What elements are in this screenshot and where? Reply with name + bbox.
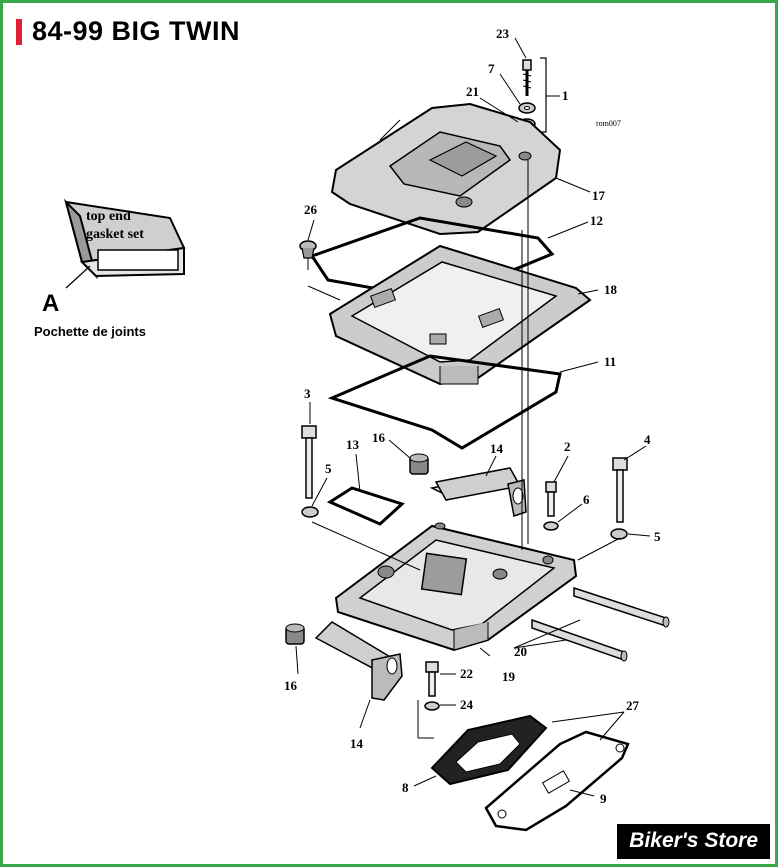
callout-21: 21: [466, 84, 479, 99]
rocker-cover-17: [330, 102, 562, 236]
rocker-shafts-20: [531, 586, 670, 662]
rocker-housing-18: [328, 244, 592, 386]
callout-16-top: 16: [372, 430, 386, 445]
callout-4: 4: [644, 432, 651, 447]
title-accent-bar: [16, 18, 22, 45]
callout-9: 9: [600, 791, 607, 806]
callout-23: 23: [496, 26, 510, 41]
bushing-16-top: [409, 453, 429, 475]
callout-6: 6: [583, 492, 590, 507]
gasket-kit-box: top end gasket set: [64, 198, 186, 289]
callout-14-bottom: 14: [350, 736, 364, 751]
washer-24: [424, 701, 440, 711]
kit-letter: A: [42, 290, 60, 317]
bolt-3: [301, 425, 317, 499]
callout-5-right: 5: [654, 529, 661, 544]
callout-14-top: 14: [490, 441, 504, 456]
callout-24: 24: [460, 697, 474, 712]
gasket-8: [430, 714, 548, 786]
callout-13: 13: [346, 437, 360, 452]
callout-7: 7: [488, 61, 495, 76]
bolt-4: [612, 457, 628, 523]
gasket-11: [327, 354, 562, 450]
store-watermark: Biker's Store: [617, 824, 770, 859]
washer-5-left: [301, 506, 319, 518]
callout-8: 8: [402, 780, 409, 795]
kit-label-line1: top end: [86, 209, 131, 224]
callout-11: 11: [604, 354, 616, 369]
rocker-support-19: [334, 522, 578, 652]
rocker-arm-14-top: [429, 467, 527, 517]
reference-code: rom007: [596, 119, 621, 128]
callout-27: 27: [626, 698, 640, 713]
callout-3: 3: [304, 386, 311, 401]
callout-2: 2: [564, 439, 571, 454]
rocker-arm-14-bottom: [314, 621, 403, 701]
bolt-22: [425, 661, 439, 697]
gasket-9: [484, 730, 630, 832]
callout-12: 12: [590, 213, 603, 228]
washer-5-right: [610, 528, 628, 540]
gasket-12: [309, 216, 555, 302]
callout-17: 17: [592, 188, 606, 203]
gasket-13: [326, 486, 405, 526]
bolt-23: [522, 59, 532, 96]
callout-20: 20: [514, 644, 527, 659]
kit-caption: Pochette de joints: [34, 324, 146, 339]
callout-16-bottom: 16: [284, 678, 298, 693]
page-title: 84-99 BIG TWIN: [32, 16, 241, 46]
callout-1: 1: [562, 88, 569, 103]
bolt-2: [545, 481, 557, 517]
callout-26: 26: [304, 202, 318, 217]
title-bar: 84-99 BIG TWIN: [16, 16, 240, 47]
callout-22: 22: [460, 666, 473, 681]
kit-label-line2: gasket set: [86, 227, 144, 242]
callout-19: 19: [502, 669, 516, 684]
callout-18: 18: [604, 282, 618, 297]
grommet-26: [299, 240, 317, 270]
callout-5-left: 5: [325, 461, 332, 476]
leader-lines: [295, 37, 651, 797]
washer-6: [543, 521, 559, 531]
bushing-16-bottom: [285, 623, 305, 645]
